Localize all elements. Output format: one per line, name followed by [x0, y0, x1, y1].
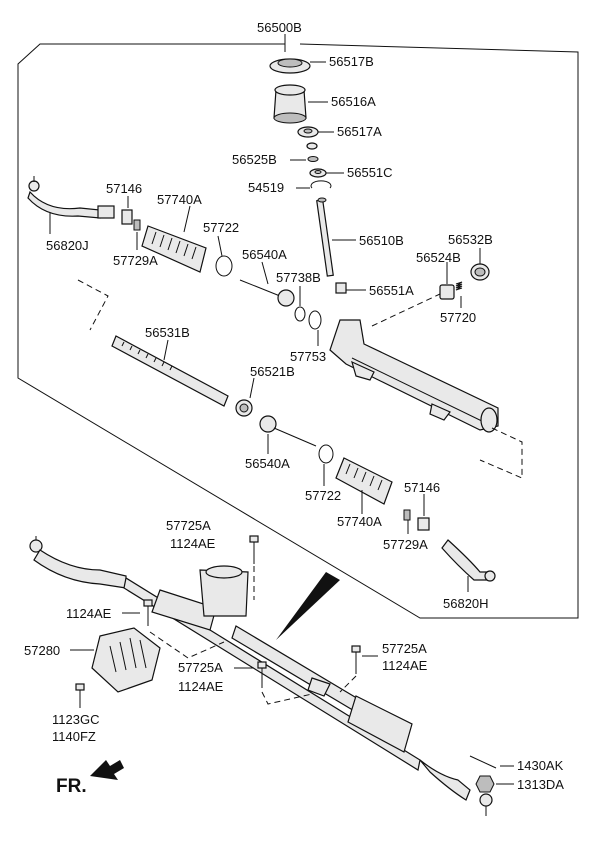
label-56525b: 56525B — [232, 152, 277, 167]
label-56532b: 56532B — [448, 232, 493, 247]
label-56517a: 56517A — [337, 124, 382, 139]
label-57725a-mid: 57725A — [178, 660, 223, 675]
snap-ring-54519 — [310, 180, 332, 189]
dashed-guide-lower-2 — [261, 691, 313, 705]
dashed-guide-center — [371, 293, 441, 327]
label-57146-right: 57146 — [404, 480, 440, 495]
ring-57738b — [294, 306, 306, 322]
dashed-guide-lower-3 — [339, 675, 357, 693]
label-56521b: 56521B — [250, 364, 295, 379]
assembled-steering-gear — [29, 536, 493, 816]
label-56551a: 56551A — [369, 283, 414, 298]
exploded-view-frame — [17, 36, 579, 619]
label-57753: 57753 — [290, 349, 326, 364]
label-54519: 54519 — [248, 180, 284, 195]
label-57729a-right: 57729A — [383, 537, 428, 552]
label-57146-left: 57146 — [106, 181, 142, 196]
label-57722-upper: 57722 — [203, 220, 239, 235]
label-56551c: 56551C — [347, 165, 393, 180]
ring-56525b — [306, 142, 319, 162]
pinion-56510b — [316, 197, 334, 277]
yoke-56524b — [439, 284, 455, 300]
bushing-56521b — [235, 399, 253, 417]
oil-seal-56551c — [309, 168, 327, 178]
tie-rod-end-56820h — [441, 539, 496, 582]
bolt-57725a-right — [351, 645, 361, 674]
castle-nut-1313da — [475, 775, 495, 793]
heat-shield-57280 — [91, 627, 161, 693]
label-57740a-upper: 57740A — [157, 192, 202, 207]
ring-57753 — [308, 310, 322, 330]
dashed-guide-right — [479, 427, 523, 479]
label-56510b: 56510B — [359, 233, 404, 248]
label-56500b: 56500B — [257, 20, 302, 35]
label-1124ae-mid: 1124AE — [178, 679, 224, 694]
label-57738b: 57738B — [276, 270, 321, 285]
label-57725a-upper: 57725A — [166, 518, 211, 533]
label-1313da: 1313DA — [517, 777, 564, 792]
boot-57740a-lower — [335, 457, 393, 505]
seal-56517a — [297, 126, 319, 138]
bolt-57725a-mid — [257, 661, 267, 688]
seal-56517b — [269, 58, 311, 74]
bolt-57725a-upper — [249, 535, 259, 564]
label-1124ae-upper: 1124AE — [170, 536, 216, 551]
label-56540a-upper: 56540A — [242, 247, 287, 262]
yoke-housing-56516a — [273, 84, 307, 124]
label-56517b: 56517B — [329, 54, 374, 69]
boot-57740a-upper — [141, 225, 207, 273]
label-57280: 57280 — [24, 643, 60, 658]
label-57722-lower: 57722 — [305, 488, 341, 503]
nut-56551a — [335, 282, 347, 294]
clip-57729a-right — [403, 509, 411, 521]
spring-57720 — [455, 281, 463, 291]
label-1123gc: 1123GC — [52, 712, 99, 727]
label-1430ak: 1430AK — [517, 758, 564, 773]
tie-rod-end-56820j — [27, 176, 115, 219]
inner-rod-56540a-upper — [239, 279, 295, 307]
split-pin-1430ak — [469, 755, 497, 769]
label-57740a-lower: 57740A — [337, 514, 382, 529]
clip-nut-57146-left — [121, 209, 133, 225]
label-56531b: 56531B — [145, 325, 190, 340]
label-56820j: 56820J — [46, 238, 89, 253]
bolt-1124ae-left — [143, 599, 153, 626]
label-57729a-left: 57729A — [113, 253, 158, 268]
label-1140fz: 1140FZ — [52, 729, 96, 744]
label-56540a-lower: 56540A — [245, 456, 290, 471]
inner-rod-56540a-lower — [259, 415, 317, 447]
label-56516a: 56516A — [331, 94, 376, 109]
dashed-guide-left — [77, 279, 109, 331]
arrow-left-icon — [90, 760, 124, 780]
label-1124ae-right: 1124AE — [382, 658, 428, 673]
front-indicator-label: FR. — [56, 776, 87, 797]
rack-bar-56531b — [111, 335, 229, 407]
label-56524b: 56524B — [416, 250, 461, 265]
band-57722-upper — [215, 255, 233, 277]
label-57720: 57720 — [440, 310, 476, 325]
label-1124ae-left: 1124AE — [66, 606, 112, 621]
clip-57729a-left — [133, 219, 141, 231]
clip-nut-57146-right — [417, 517, 430, 531]
plug-56532b — [470, 263, 490, 281]
band-57722-lower — [318, 444, 334, 464]
view-direction-wedge — [276, 572, 340, 640]
bolt-1123gc — [75, 683, 85, 708]
dashed-guide-lower-1 — [149, 631, 225, 659]
label-57725a-right: 57725A — [382, 641, 427, 656]
steering-gear-housing-upper — [329, 319, 499, 433]
label-56820h: 56820H — [443, 596, 489, 611]
